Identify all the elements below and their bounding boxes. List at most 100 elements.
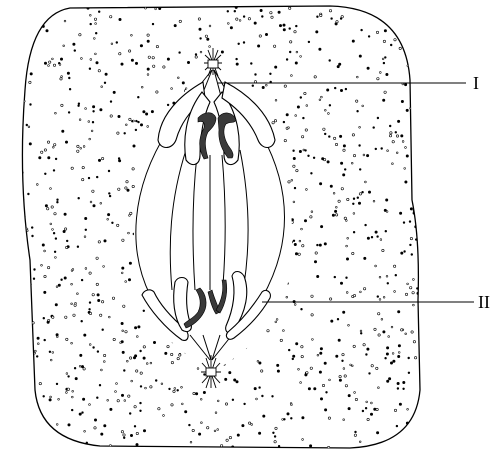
stipple-dot	[412, 303, 415, 307]
stipple-dot	[225, 402, 229, 406]
stipple-dot	[411, 71, 415, 75]
stipple-dot	[29, 103, 32, 106]
stipple-dot	[393, 38, 397, 42]
stipple-dot	[58, 63, 62, 66]
stipple-dot	[258, 431, 262, 435]
stipple-dot	[339, 89, 343, 93]
stipple-dot	[258, 361, 262, 365]
stipple-dot	[293, 186, 297, 190]
stipple-dot	[79, 147, 82, 150]
stipple-dot	[319, 397, 323, 401]
stipple-dot	[376, 116, 380, 120]
stipple-dot	[72, 42, 76, 46]
stipple-dot	[316, 15, 319, 18]
stipple-dot	[277, 10, 281, 14]
stipple-dot	[22, 30, 23, 34]
spindle-fibers	[135, 129, 285, 299]
stipple-dot	[329, 184, 333, 188]
stipple-dot	[301, 438, 304, 441]
stipple-dot	[277, 445, 281, 448]
stipple-dot	[382, 296, 386, 299]
stipple-dot	[42, 10, 46, 14]
stipple-dot	[393, 290, 396, 293]
stipple-dot	[339, 134, 343, 138]
stipple-dot	[128, 117, 132, 121]
stipple-dot	[271, 121, 275, 125]
stipple-dot	[402, 221, 406, 224]
stipple-dot	[377, 386, 380, 389]
stipple-dot	[56, 201, 59, 204]
stipple-dot	[116, 399, 120, 403]
stipple-dot	[396, 151, 399, 155]
stipple-dot	[33, 268, 36, 271]
stipple-dot	[342, 367, 346, 370]
stipple-dot	[290, 74, 293, 77]
stipple-dot	[404, 83, 408, 87]
stipple-dot	[347, 407, 351, 411]
stipple-dot	[282, 120, 286, 124]
stipple-dot	[351, 162, 354, 165]
stipple-dot	[370, 364, 374, 368]
stipple-dot	[117, 115, 121, 119]
stipple-dot	[40, 264, 43, 267]
stipple-dot	[419, 45, 421, 48]
stipple-dot	[88, 137, 91, 141]
stipple-dot	[293, 30, 297, 34]
stipple-dot	[261, 394, 264, 398]
stipple-dot	[404, 180, 408, 184]
stipple-dot	[418, 52, 421, 55]
stipple-dot	[157, 407, 161, 411]
stipple-dot	[294, 114, 297, 117]
stipple-dot	[275, 318, 279, 321]
stipple-dot	[88, 308, 91, 311]
stipple-dot	[352, 294, 356, 298]
stipple-dot	[338, 378, 342, 382]
stipple-dot	[129, 211, 133, 215]
stipple-dot	[109, 114, 113, 118]
stipple-dot	[366, 347, 370, 351]
stipple-dot	[32, 277, 36, 280]
stipple-dot	[97, 298, 101, 302]
stipple-dot	[117, 157, 121, 160]
stipple-dot	[307, 40, 311, 44]
stipple-dot	[81, 178, 85, 182]
stipple-dot	[327, 112, 330, 115]
stipple-dot	[76, 144, 80, 148]
stipple-dot	[144, 386, 147, 390]
stipple-dot	[66, 245, 70, 249]
stipple-dot	[261, 15, 264, 18]
stipple-dot	[91, 189, 95, 193]
stipple-dot	[324, 408, 328, 412]
stipple-dot	[65, 140, 69, 144]
stipple-dot	[97, 69, 101, 73]
stipple-dot	[131, 185, 135, 189]
stipple-dot	[340, 161, 344, 165]
stipple-dot	[330, 319, 334, 323]
stipple-dot	[307, 387, 311, 391]
stipple-dot	[43, 148, 47, 152]
stipple-dot	[28, 386, 32, 390]
stipple-dot	[255, 397, 258, 401]
stipple-dot	[422, 29, 424, 31]
stipple-dot	[250, 62, 253, 65]
stipple-dot	[424, 421, 426, 423]
stipple-dot	[304, 373, 308, 377]
stipple-dot	[266, 329, 270, 333]
stipple-dot	[142, 309, 146, 312]
stipple-dot	[389, 361, 393, 365]
stipple-dot	[199, 50, 203, 54]
stipple-dot	[52, 169, 56, 172]
upper-chromosomes	[197, 112, 237, 160]
stipple-dot	[76, 245, 80, 248]
stipple-dot	[120, 62, 124, 66]
stipple-dot	[87, 311, 91, 314]
stipple-dot	[414, 103, 418, 107]
stipple-dot	[44, 172, 47, 176]
stipple-dot	[361, 409, 365, 413]
stipple-dot	[135, 61, 139, 65]
stipple-dot	[104, 72, 108, 76]
stipple-dot	[208, 24, 212, 28]
stipple-dot	[279, 338, 283, 342]
stipple-dot	[228, 371, 232, 375]
